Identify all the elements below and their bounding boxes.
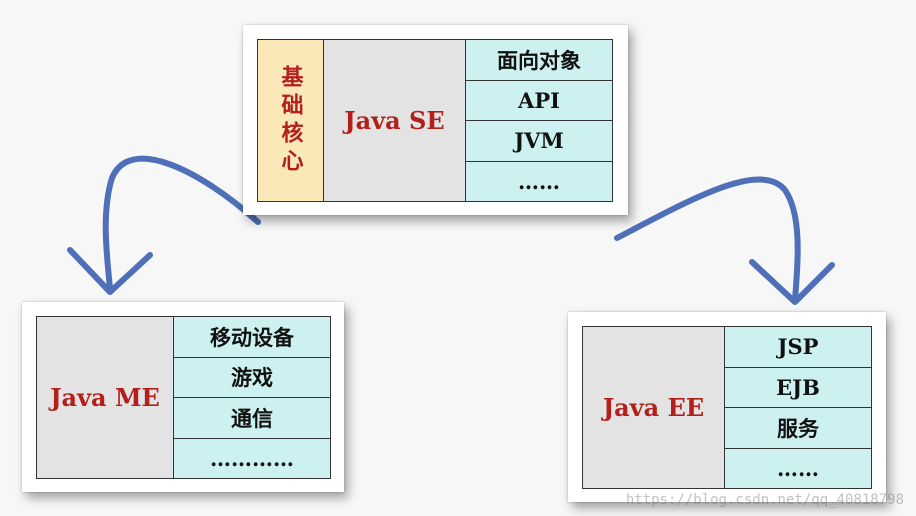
java-ee-item-list: JSP EJB 服务 …… [725,327,871,488]
arrowhead-ee [749,259,835,305]
java-ee-item: JSP [725,327,871,368]
java-me-item: 游戏 [174,357,330,398]
java-me-item: 移动设备 [174,317,330,358]
java-ee-card: Java EE JSP EJB 服务 …… [568,312,886,502]
java-se-title: Java SE [324,40,466,201]
java-ee-title: Java EE [583,327,725,488]
java-me-title: Java ME [37,317,174,478]
java-se-item: 面向对象 [466,40,612,81]
arrowhead-me [67,247,153,295]
java-ee-item: …… [725,448,871,488]
java-se-item: …… [466,161,612,201]
java-me-item: ………… [174,438,330,478]
java-se-item: JVM [466,121,612,162]
watermark-text: https://blog.csdn.net/qq_40818798 [625,492,904,508]
java-me-item-list: 移动设备 游戏 通信 ………… [174,317,330,478]
java-me-card: Java ME 移动设备 游戏 通信 ………… [22,302,344,492]
arrow-se-to-me [102,155,261,291]
java-se-item: API [466,80,612,121]
java-me-item: 通信 [174,398,330,439]
java-se-item-list: 面向对象 API JVM …… [466,40,612,201]
arrow-se-to-ee [614,176,801,303]
java-se-side-label: 基础核心 [258,40,324,201]
java-ee-item: 服务 [725,408,871,449]
java-ee-item: EJB [725,367,871,408]
java-se-card: 基础核心 Java SE 面向对象 API JVM …… [243,25,628,215]
